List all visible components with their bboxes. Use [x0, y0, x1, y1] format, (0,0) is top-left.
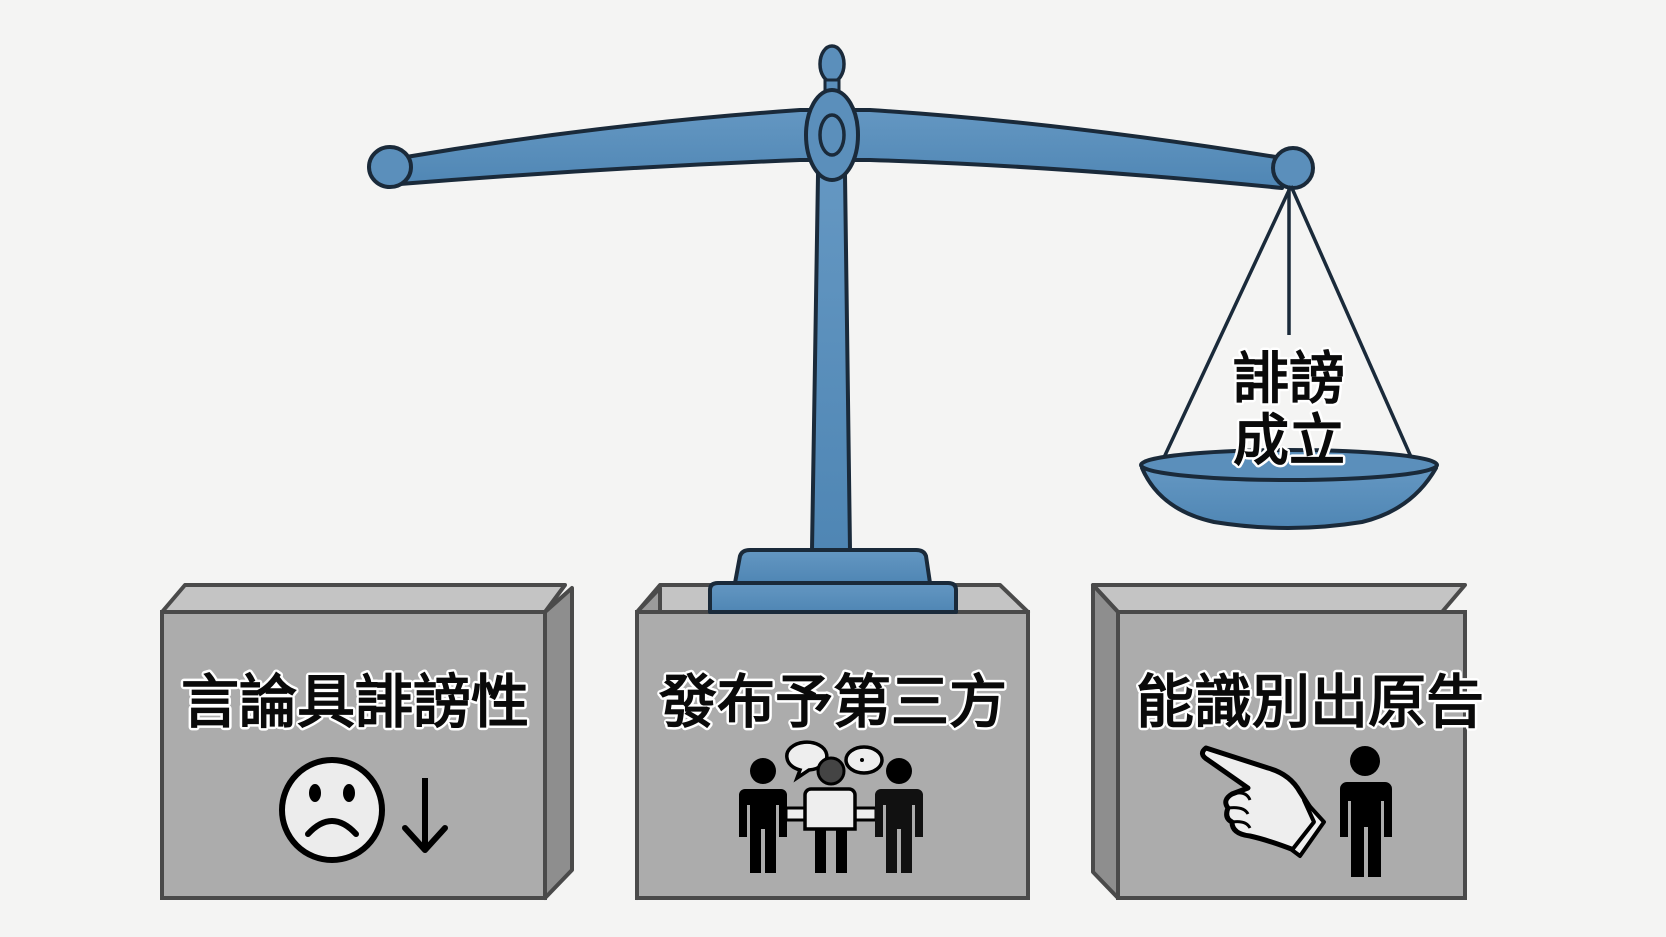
down-arrow-icon — [402, 778, 448, 853]
block-identifies-plaintiff: 能識別出原告 — [1091, 583, 1487, 900]
beam-right-knob — [1271, 146, 1315, 190]
block-front-face — [1116, 610, 1467, 900]
person-icon — [1340, 746, 1392, 877]
scale-base-lower — [708, 581, 958, 614]
block-side-face — [543, 586, 574, 900]
sad-face-icon — [279, 757, 385, 863]
block-label: 發布予第三方 — [658, 668, 1007, 736]
block-side-face — [1091, 583, 1120, 900]
block-label: 能識別出原告 — [1136, 668, 1484, 736]
beam-left-knob — [367, 145, 413, 189]
balance-scale: 誹謗 成立 — [367, 44, 1439, 614]
block-published-to-third-party: 發布予第三方 — [635, 583, 1030, 900]
scale-base-upper — [733, 548, 932, 585]
block-statement-defamatory: 言論具誹謗性 — [160, 583, 574, 900]
block-top-face — [160, 583, 567, 614]
pan-label-line1: 誹謗 — [1233, 347, 1345, 412]
block-top-face — [1091, 583, 1467, 614]
pointing-hand-icon — [1200, 745, 1326, 858]
block-front-face — [635, 610, 1030, 900]
block-label: 言論具誹謗性 — [181, 668, 529, 736]
people-talking-icon — [739, 740, 923, 873]
pan-label-line2: 成立 — [1233, 409, 1345, 474]
pan-strings — [1158, 185, 1417, 467]
scale-finial — [818, 44, 846, 84]
scale-pan-right — [1139, 448, 1439, 530]
scale-pole — [809, 173, 853, 552]
